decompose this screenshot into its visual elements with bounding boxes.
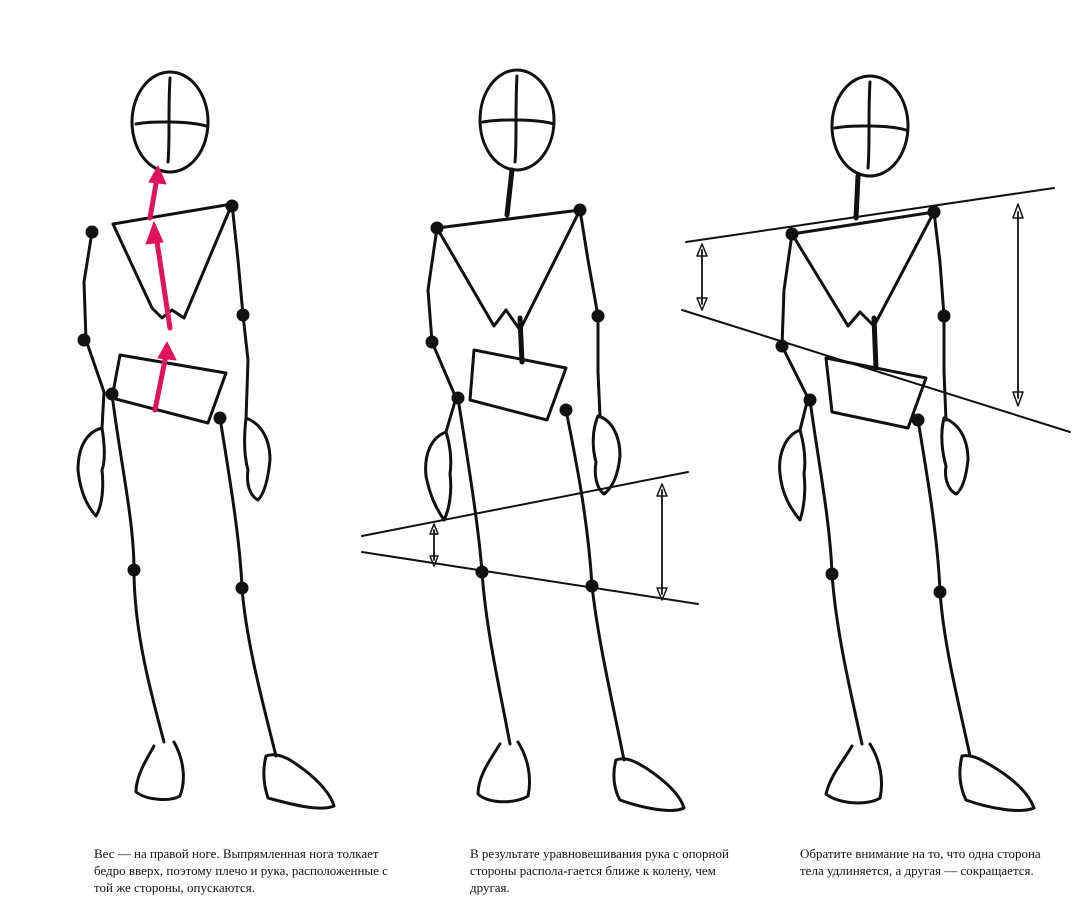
caption-stretch-compress: Обратите внимание на то, что одна сторон… [800, 846, 1041, 878]
caption-weight-on-right-leg: Вес — на правой ноге. Выпрямленная нога … [94, 846, 388, 895]
figure-2-long-measure-arrow [656, 483, 668, 601]
figure-3-shoulder-hip-guides [681, 187, 1071, 433]
figure-3-feet [824, 742, 1036, 812]
figure-2-torso [435, 208, 582, 422]
figure-2-neck [504, 167, 515, 218]
figure-2-joints [425, 203, 605, 593]
figure-2-short-measure-arrow [429, 523, 439, 567]
figure-3-joints [775, 205, 951, 599]
figure-3-head [830, 74, 910, 178]
figure-3-stretch-compress [681, 74, 1071, 812]
figure-1-feet [134, 740, 336, 810]
figure-1-head [130, 70, 210, 174]
figure-2-feet [476, 740, 686, 812]
figure-3-neck [853, 173, 861, 221]
figure-3-long-measure-arrow [1012, 203, 1024, 407]
figure-1-weight-shift [76, 70, 336, 810]
figure-1-upward-arrows [145, 165, 177, 413]
figure-1-joints [77, 199, 250, 595]
figure-2-balance [361, 68, 699, 812]
figure-2-head [478, 68, 556, 172]
figure-drawings [76, 68, 1071, 812]
caption-balance-arm-position: В результате уравновешивания рука с опор… [470, 846, 729, 895]
figure-2-knee-guides [361, 471, 699, 605]
figure-1-torso [110, 202, 234, 425]
figure-3-torso [790, 210, 936, 430]
figure-3-short-measure-arrow [696, 243, 708, 311]
